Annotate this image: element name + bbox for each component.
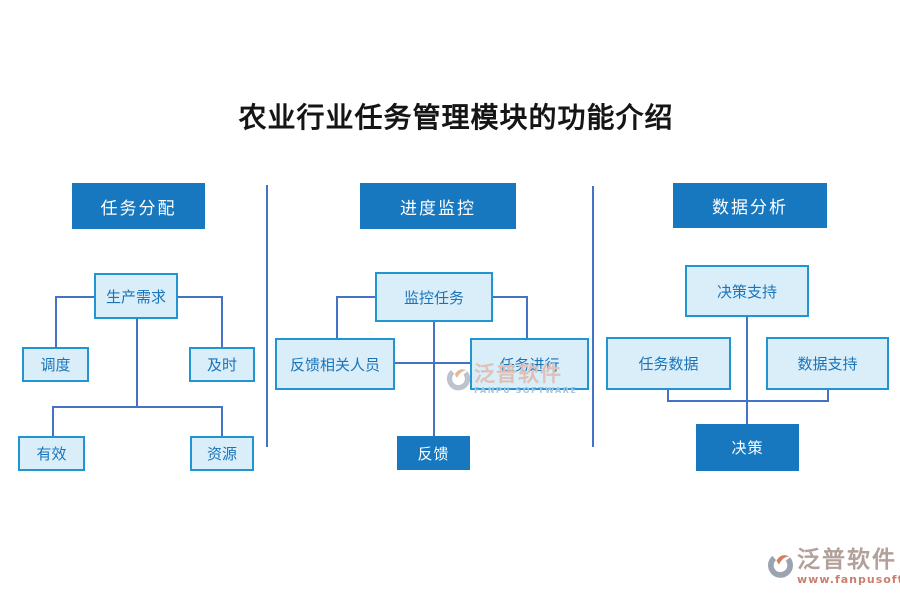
- connector-line: [827, 389, 829, 402]
- page-title: 农业行业任务管理模块的功能介绍: [238, 101, 674, 134]
- node-decision: 决策: [696, 424, 799, 471]
- header-progress-monitoring: 进度监控: [360, 183, 516, 229]
- watermark-brand-text: 泛普软件: [797, 547, 897, 573]
- watermark-bottom: 泛普软件 www.fanpusoft.com: [766, 549, 900, 585]
- node-effective: 有效: [18, 436, 85, 471]
- node-decision-support: 决策支持: [685, 265, 809, 317]
- column-divider: [266, 185, 268, 447]
- connector-line: [221, 296, 223, 347]
- watermark-center: 泛普软件 FANPU SOFTWARE: [445, 364, 577, 395]
- node-feedback: 反馈: [397, 436, 470, 470]
- header-data-analysis: 数据分析: [673, 183, 827, 228]
- fanpu-logo-icon: [766, 549, 797, 580]
- connector-line: [52, 406, 223, 408]
- connector-line: [177, 296, 223, 298]
- node-resources: 资源: [190, 436, 254, 471]
- connector-line: [336, 296, 376, 298]
- connector-line: [433, 321, 435, 436]
- watermark-brand-text: 泛普软件: [474, 362, 562, 386]
- header-task-assignment: 任务分配: [72, 183, 205, 229]
- column-divider: [592, 186, 594, 447]
- connector-line: [136, 318, 138, 408]
- connector-line: [746, 316, 748, 424]
- connector-line: [526, 296, 528, 338]
- node-data-support: 数据支持: [766, 337, 889, 390]
- connector-line: [221, 406, 223, 436]
- node-task-progress: 任务进行: [470, 338, 589, 390]
- node-production-demand: 生产需求: [94, 273, 178, 319]
- node-task-data: 任务数据: [606, 337, 731, 390]
- node-timely: 及时: [189, 347, 255, 382]
- connector-line: [395, 362, 470, 364]
- watermark-subtitle-text: FANPU SOFTWARE: [474, 386, 578, 395]
- watermark-url-text: www.fanpusoft.com: [797, 573, 900, 586]
- connector-line: [55, 296, 57, 347]
- fanpu-logo-icon: [445, 364, 474, 392]
- connector-line: [52, 406, 54, 436]
- connector-line: [667, 400, 829, 402]
- connector-line: [336, 296, 338, 338]
- connector-line: [55, 296, 95, 298]
- connector-line: [667, 389, 669, 402]
- connector-line: [492, 296, 528, 298]
- node-feedback-staff: 反馈相关人员: [275, 338, 395, 390]
- node-monitor-tasks: 监控任务: [375, 272, 493, 322]
- node-scheduling: 调度: [22, 347, 89, 382]
